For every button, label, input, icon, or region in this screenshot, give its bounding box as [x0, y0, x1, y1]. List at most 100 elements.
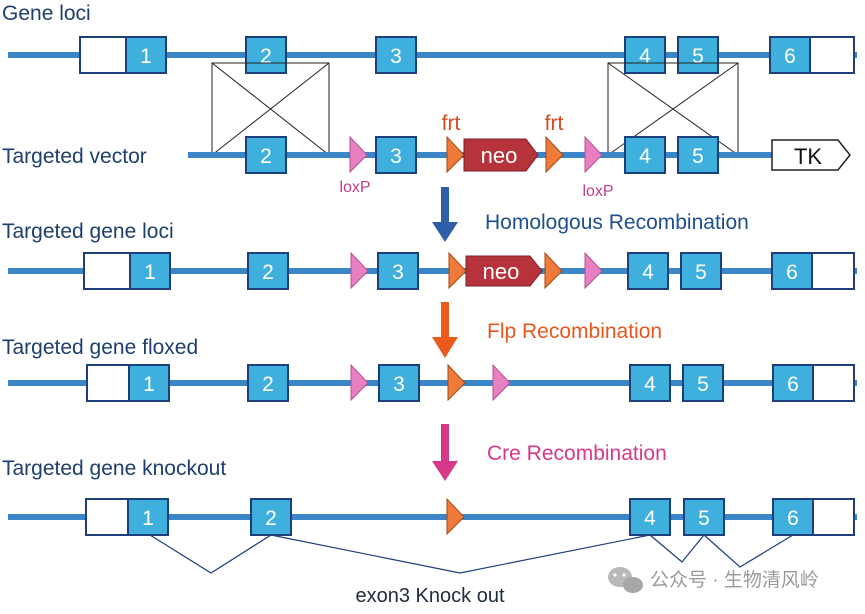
svg-text:2: 2	[260, 145, 272, 168]
frt-site-right	[545, 135, 564, 174]
row-label-targeted-gene-knockout: Targeted gene knockout	[2, 457, 226, 480]
exon-5: 5	[683, 498, 725, 536]
svg-text:5: 5	[698, 507, 710, 530]
row-label-targeted-gene-floxed: Targeted gene floxed	[2, 336, 198, 359]
frt-label-left: frt	[442, 112, 461, 135]
neo-cassette: neo	[465, 255, 543, 287]
svg-text:6: 6	[787, 373, 799, 396]
row-label-targeted-vector: Targeted vector	[2, 145, 147, 168]
tk-cassette: TK	[771, 139, 851, 171]
arrow-cre-recombination	[432, 424, 458, 481]
svg-text:1: 1	[143, 373, 155, 396]
exon-2: 2	[250, 498, 292, 536]
loxp-site-left	[350, 363, 369, 402]
svg-text:2: 2	[260, 45, 272, 68]
frt-site-right	[544, 251, 563, 290]
frt-site-left	[448, 251, 467, 290]
chromosome-line	[8, 380, 857, 386]
exon-5: 5	[677, 136, 719, 174]
exon-1: 1	[125, 36, 167, 74]
svg-text:4: 4	[642, 261, 654, 284]
row-label-targeted-gene-loci: Targeted gene loci	[2, 220, 174, 243]
exon-6: 6	[771, 252, 813, 290]
svg-text:公众号 · 生物清风岭: 公众号 · 生物清风岭	[650, 569, 819, 591]
exon-4: 4	[624, 36, 666, 74]
svg-text:4: 4	[644, 373, 656, 396]
svg-text:4: 4	[639, 45, 651, 68]
exon-6: 6	[772, 498, 814, 536]
arrow-homologous-recombination	[432, 187, 458, 242]
svg-text:1: 1	[142, 507, 154, 530]
svg-text:3: 3	[392, 261, 404, 284]
exon-2: 2	[247, 252, 289, 290]
exon-5: 5	[680, 252, 722, 290]
svg-text:4: 4	[644, 507, 656, 530]
svg-text:6: 6	[787, 507, 799, 530]
loxp-site-right	[492, 363, 511, 402]
svg-text:3: 3	[390, 145, 402, 168]
utr-box	[809, 36, 855, 74]
svg-text:2: 2	[262, 373, 274, 396]
loxp-label-left: loxP	[339, 179, 370, 196]
svg-text:neo: neo	[483, 259, 520, 284]
svg-text:neo: neo	[481, 143, 518, 168]
svg-text:5: 5	[697, 373, 709, 396]
splicing-lines	[149, 534, 794, 574]
chromosome-line	[8, 514, 857, 520]
wechat-watermark: 公众号 · 生物清风岭	[608, 567, 819, 593]
exon-6: 6	[769, 36, 811, 74]
utr-box	[85, 498, 129, 536]
svg-text:3: 3	[390, 45, 402, 68]
loxp-frt-residual-site	[446, 497, 465, 536]
exon-2: 2	[247, 364, 289, 402]
exon-4: 4	[624, 136, 666, 174]
exon-3: 3	[375, 36, 417, 74]
utr-box	[79, 36, 127, 74]
exon-3: 3	[377, 252, 419, 290]
chromosome-line	[8, 268, 857, 274]
svg-text:2: 2	[265, 507, 277, 530]
exon-1: 1	[127, 498, 169, 536]
utr-box	[812, 364, 855, 402]
svg-text:1: 1	[144, 261, 156, 284]
loxp-label-right: loxP	[582, 183, 613, 200]
exon-2: 2	[245, 136, 287, 174]
frt-site	[447, 363, 466, 402]
exon-5: 5	[682, 364, 724, 402]
loxp-site-left	[350, 251, 369, 290]
svg-text:5: 5	[695, 261, 707, 284]
chromosome-line	[8, 52, 857, 58]
svg-text:2: 2	[262, 261, 274, 284]
frt-label-right: frt	[545, 112, 564, 135]
svg-text:TK: TK	[794, 144, 822, 169]
exon-3: 3	[375, 136, 417, 174]
exon-4: 4	[629, 498, 671, 536]
svg-text:1: 1	[140, 45, 152, 68]
exon-1: 1	[128, 364, 170, 402]
svg-text:5: 5	[692, 145, 704, 168]
frt-site-left	[446, 135, 465, 174]
exon-2: 2	[245, 36, 287, 74]
svg-text:5: 5	[692, 45, 704, 68]
row-label-gene-loci: Gene loci	[2, 2, 91, 25]
utr-box	[83, 252, 131, 290]
utr-box	[811, 252, 855, 290]
neo-cassette: neo	[463, 138, 539, 172]
utr-box	[812, 498, 855, 536]
arrow-flp-recombination	[432, 302, 458, 358]
exon-3: 3	[378, 364, 420, 402]
step-label-flp: Flp Recombination	[487, 320, 662, 343]
loxp-site-right	[584, 251, 603, 290]
exon-4: 4	[629, 364, 671, 402]
loxp-site-right	[584, 135, 603, 174]
exon3-knockout-label: exon3 Knock out	[356, 585, 505, 607]
svg-text:6: 6	[784, 45, 796, 68]
loxp-site-left	[349, 135, 368, 174]
wechat-logo-icon	[608, 567, 643, 593]
step-label-homologous: Homologous Recombination	[485, 211, 749, 234]
svg-text:4: 4	[639, 145, 651, 168]
svg-text:3: 3	[393, 373, 405, 396]
svg-text:6: 6	[786, 261, 798, 284]
exon-1: 1	[129, 252, 171, 290]
